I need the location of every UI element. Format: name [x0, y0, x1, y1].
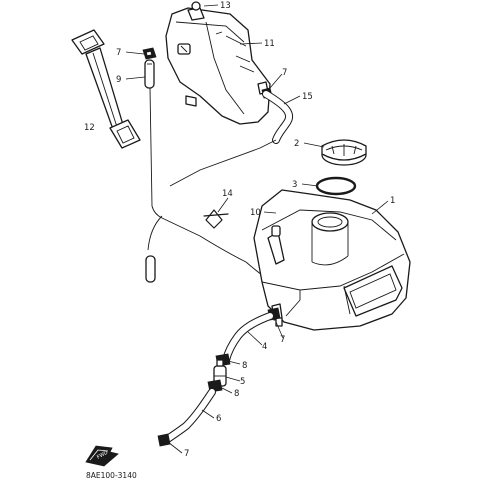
callout-7-subtank: 7 [282, 68, 287, 78]
part-13-cap [191, 1, 201, 11]
callout-14: 14 [222, 189, 233, 199]
callout-7-tank: 7 [280, 335, 285, 345]
fwd-arrow: FWD [85, 445, 119, 467]
part-14-clip [203, 209, 229, 229]
part-7-clamp-bottom [157, 433, 171, 447]
part-11-sub-tank [165, 7, 271, 125]
callout-12: 12 [84, 123, 95, 133]
callout-2: 2 [294, 139, 299, 149]
callout-3: 3 [292, 180, 297, 190]
part-9-hose [144, 59, 155, 89]
callout-10: 10 [250, 208, 261, 218]
callout-15: 15 [302, 92, 313, 102]
part-12-strap [71, 29, 141, 149]
callout-7-top: 7 [116, 48, 121, 58]
callout-5: 5 [240, 377, 245, 387]
part-2-fuel-cap [321, 139, 367, 166]
part-15-hose [262, 90, 294, 144]
callout-8-lower: 8 [234, 389, 239, 399]
callout-9: 9 [116, 75, 121, 85]
part-1-fuel-tank [253, 189, 411, 331]
fwd-label: FWD [96, 450, 109, 461]
part-7-clamp-top [142, 47, 157, 60]
part-6-hose [162, 388, 216, 444]
callout-13: 13 [220, 1, 231, 11]
callout-7-bottom: 7 [184, 449, 189, 459]
callout-8-upper: 8 [242, 361, 247, 371]
diagram-code: 8AE100-3140 [86, 471, 137, 480]
leader-lines [125, 4, 389, 454]
callout-numbers: 13 11 7 9 7 15 12 2 3 1 14 10 4 7 8 5 8 … [84, 1, 395, 459]
callout-11: 11 [264, 39, 275, 49]
callout-4: 4 [262, 342, 267, 352]
part-4-fuel-hose [222, 312, 274, 364]
callout-1: 1 [390, 196, 395, 206]
part-3-gasket [315, 176, 357, 196]
callout-6: 6 [216, 414, 221, 424]
